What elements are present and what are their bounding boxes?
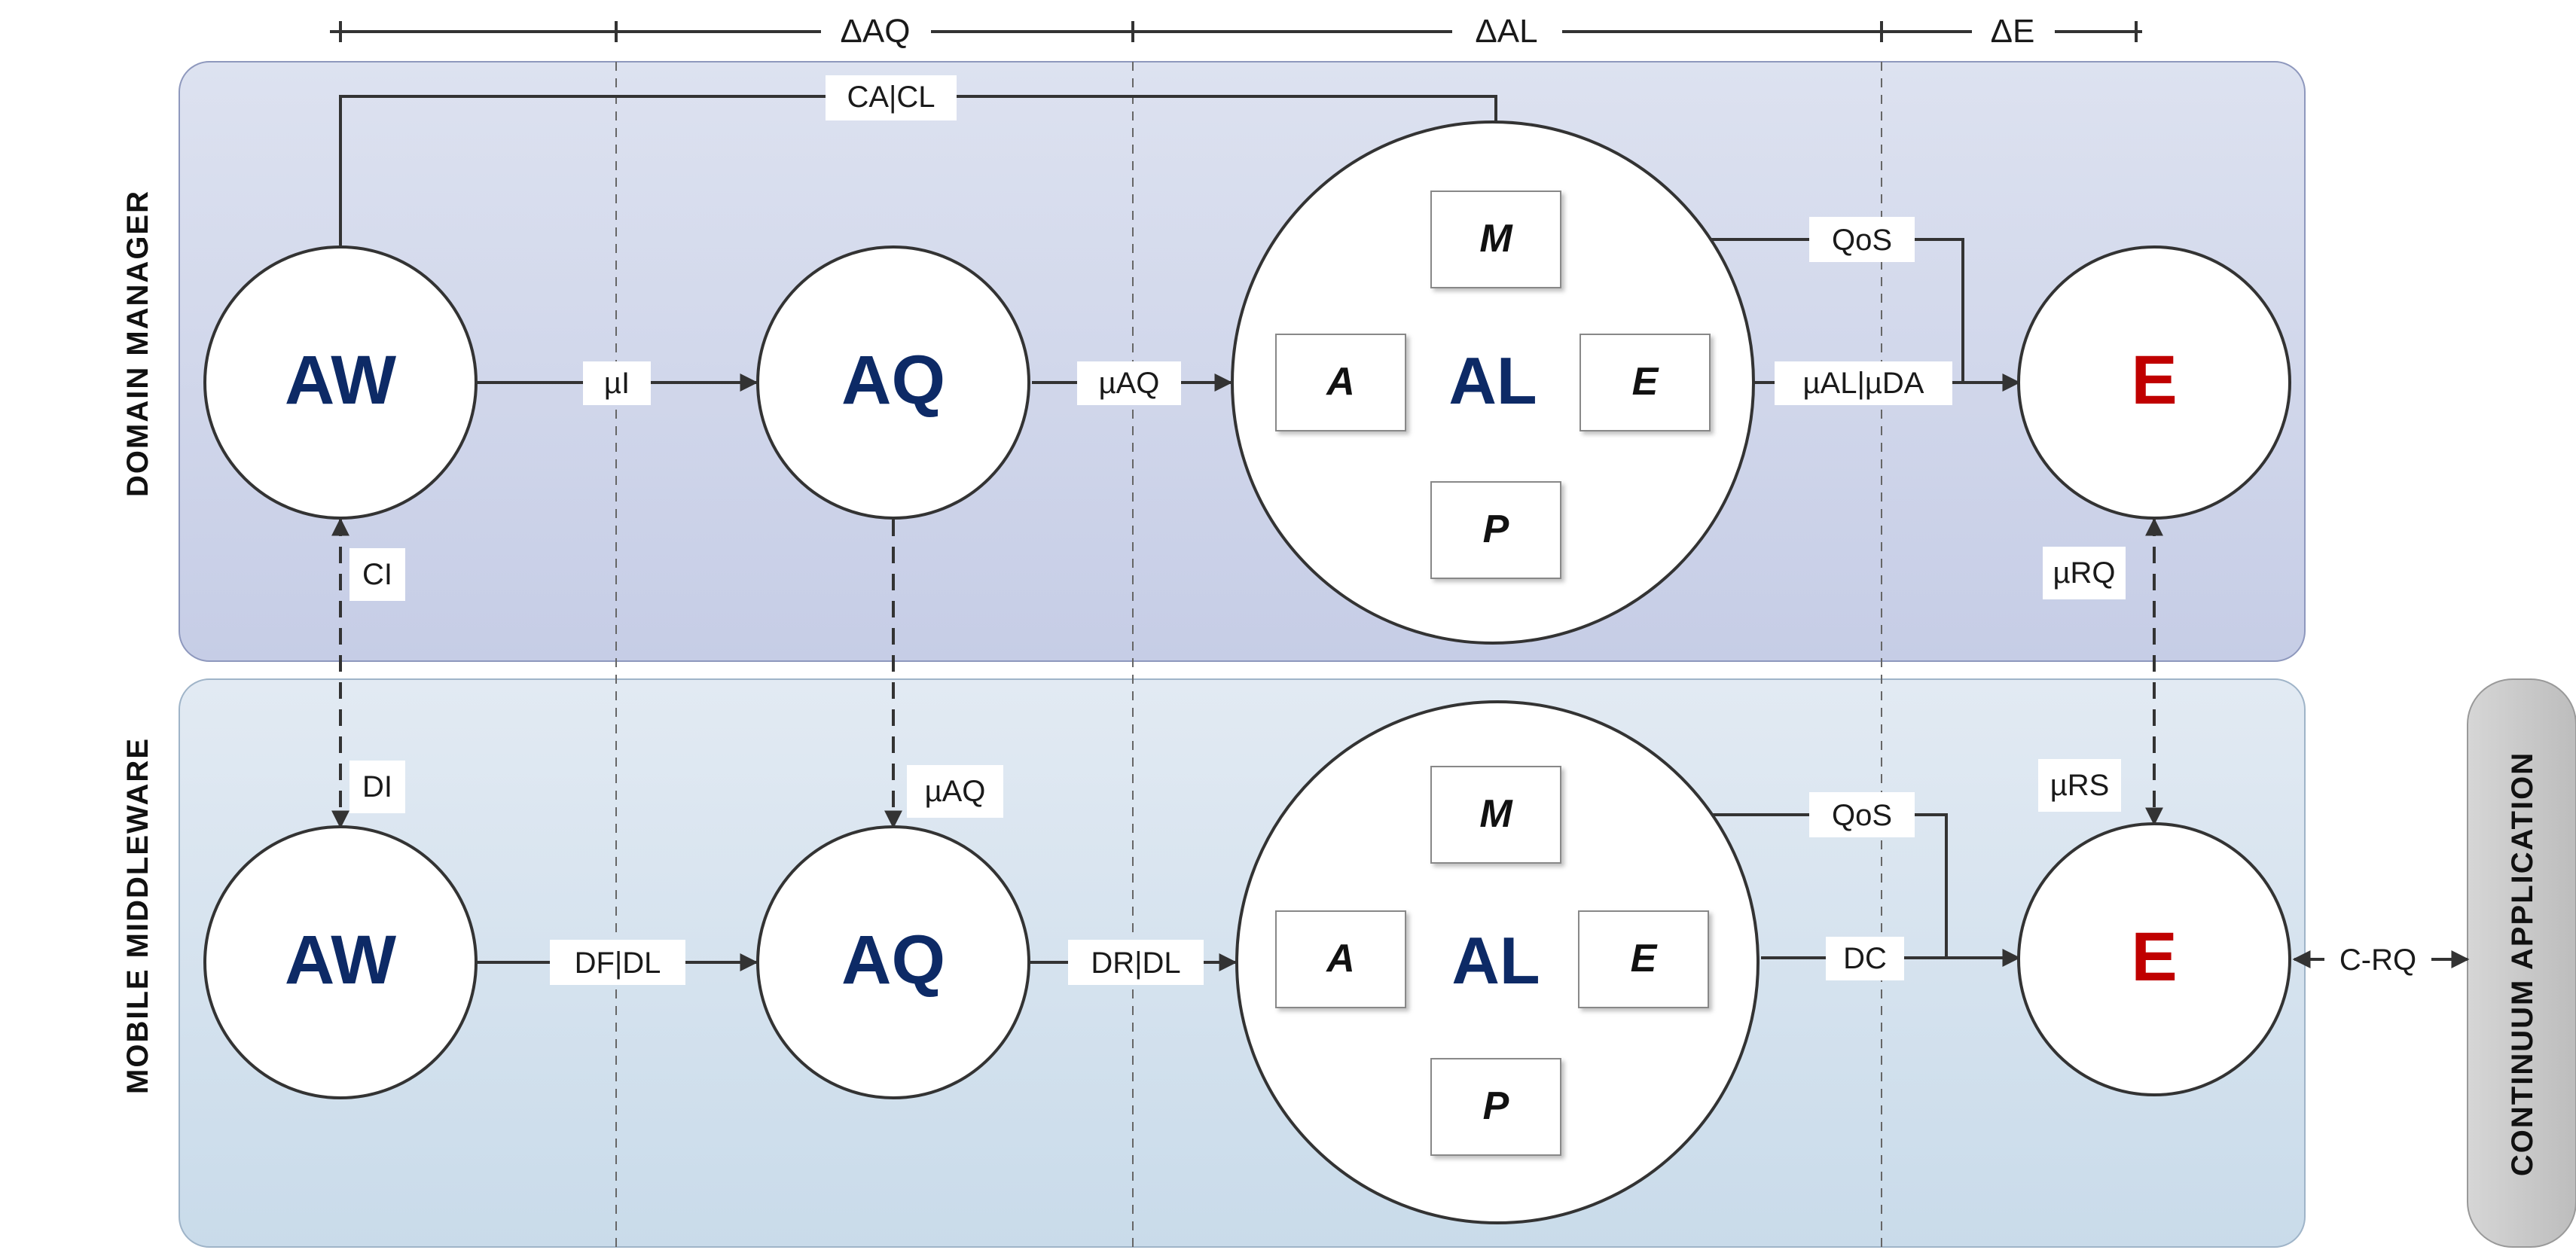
top-e-node <box>2017 245 2291 520</box>
bottom-e-label: E <box>2131 919 2177 995</box>
dc-label: DC <box>1843 942 1887 975</box>
df-dl-label: DF|DL <box>575 947 661 980</box>
delta-e-label: ΔE <box>1991 13 2035 50</box>
top-aq-label: AQ <box>841 342 945 419</box>
mu-al-mu-da-label: µAL|µDA <box>1803 367 1924 400</box>
bottom-plan-box <box>1430 1058 1561 1156</box>
bottom-al-label: AL <box>1451 923 1540 998</box>
top-execute-box <box>1579 334 1711 431</box>
top-aw-node <box>203 245 478 520</box>
top-monitor-label: M <box>1479 217 1513 261</box>
top-mu-aq-label: µAQ <box>1099 367 1160 400</box>
bottom-execute-label: E <box>1631 937 1658 980</box>
top-qos-label: QoS <box>1832 224 1892 257</box>
bottom-analyze-box <box>1275 910 1406 1008</box>
mobile-middleware-title: MOBILE MIDDLEWARE <box>121 737 154 1094</box>
dr-dl-label: DR|DL <box>1091 947 1180 980</box>
delta-aq-label: ΔAQ <box>841 13 911 50</box>
ca-cl-label: CA|CL <box>847 81 935 114</box>
bottom-execute-box <box>1578 910 1709 1008</box>
top-execute-label: E <box>1632 360 1659 404</box>
mu-rq-label: µRQ <box>2053 556 2115 590</box>
top-monitor-box <box>1430 191 1561 288</box>
top-al-node <box>1231 120 1755 645</box>
bottom-aq-node <box>756 825 1030 1099</box>
ci-label: CI <box>362 558 392 591</box>
top-analyze-label: A <box>1325 360 1355 404</box>
mu-i-label: µI <box>604 367 630 400</box>
bottom-plan-label: P <box>1483 1084 1509 1128</box>
delta-al-label: ΔAL <box>1475 13 1537 50</box>
domain-manager-title: DOMAIN MANAGER <box>121 190 154 497</box>
top-al-label: AL <box>1448 343 1537 418</box>
bottom-monitor-label: M <box>1479 792 1513 836</box>
c-rq-label: C-RQ <box>2339 944 2416 977</box>
bottom-monitor-box <box>1430 766 1561 864</box>
top-e-label: E <box>2131 342 2177 419</box>
bottom-aq-label: AQ <box>841 922 945 998</box>
vertical-mu-aq-label: µAQ <box>925 775 986 808</box>
bottom-al-node <box>1235 700 1760 1224</box>
di-label: DI <box>362 770 392 803</box>
bottom-aw-label: AW <box>285 922 396 998</box>
top-aq-node <box>756 245 1030 520</box>
mu-rs-label: µRS <box>2050 769 2110 802</box>
continuum-application-title: CONTINUUM APPLICATION <box>2506 751 2539 1176</box>
bottom-e-node <box>2017 822 2291 1096</box>
top-analyze-box <box>1275 334 1406 431</box>
top-plan-box <box>1430 481 1561 579</box>
top-plan-label: P <box>1483 508 1509 551</box>
bottom-analyze-label: A <box>1325 937 1355 980</box>
bottom-aw-node <box>203 825 478 1099</box>
bottom-qos-label: QoS <box>1832 799 1892 832</box>
timeline: ΔAQ ΔAL ΔE <box>330 13 2142 50</box>
top-aw-label: AW <box>285 342 396 419</box>
